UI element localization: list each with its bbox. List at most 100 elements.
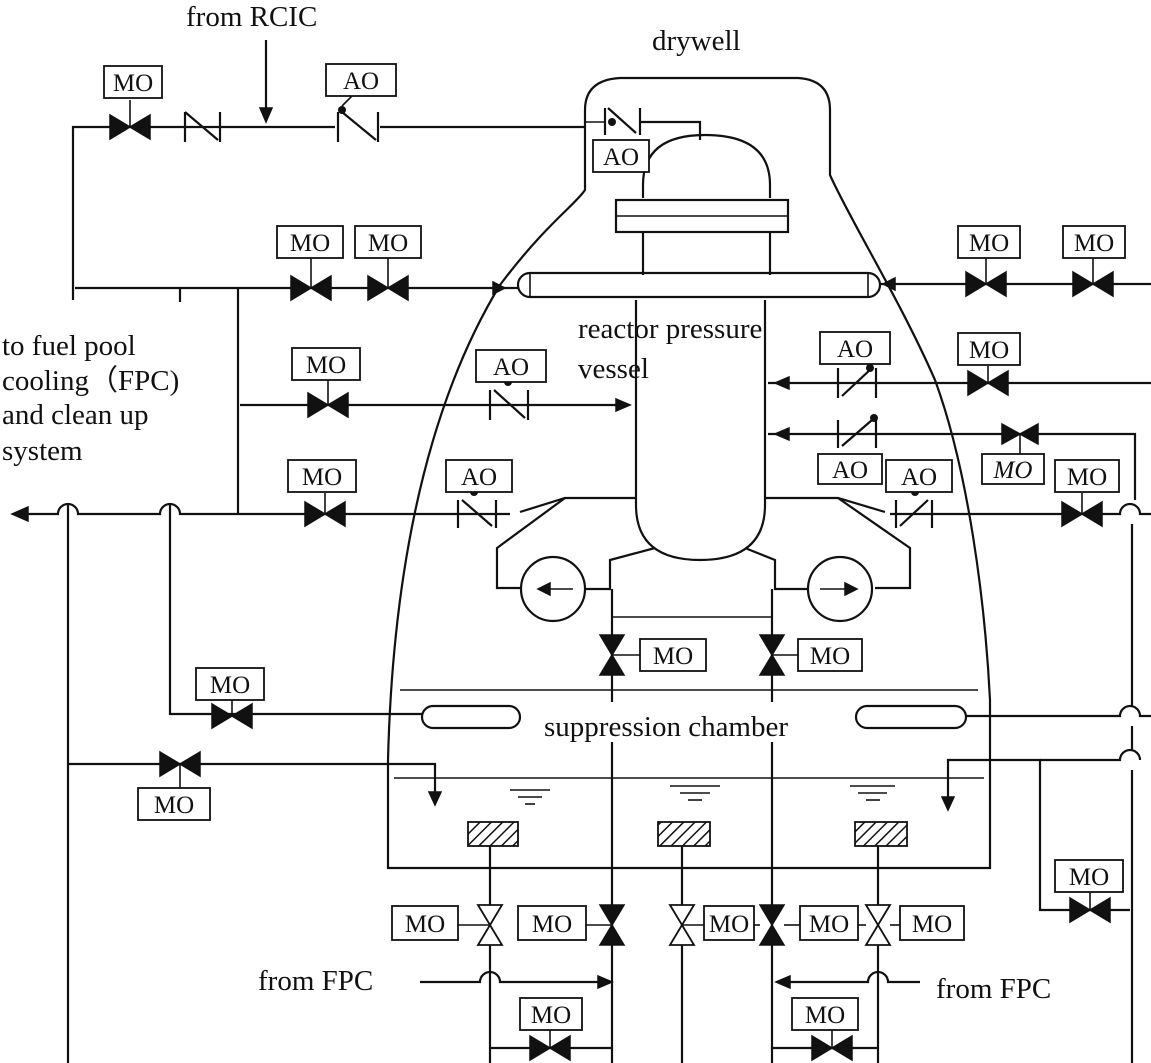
svg-text:MO: MO <box>810 643 850 670</box>
tag-mo-bottom-left: MO <box>519 997 583 1031</box>
check-valve-ao-return-right <box>894 488 934 528</box>
tag-mo-right-check: MO <box>981 453 1045 485</box>
svg-text:AO: AO <box>901 464 937 491</box>
check-valve-ao-rcic <box>336 92 380 142</box>
label-from-fpc-right: from FPC <box>936 973 1051 1005</box>
gate-valve-main1 <box>290 258 332 302</box>
tag-mo-suc1: MO <box>391 905 459 941</box>
gate-valve-right1 <box>965 258 1007 298</box>
recirculation-loops <box>495 496 912 1063</box>
gate-valve-pump1 <box>598 634 640 676</box>
tag-mo-suc4: MO <box>799 905 859 941</box>
open-valve-suc5 <box>858 904 900 946</box>
gate-valve-right-lower <box>1069 892 1111 924</box>
svg-text:MO: MO <box>302 464 342 491</box>
tag-mo-return-left: MO <box>287 459 357 493</box>
suction-strainers <box>467 821 908 1063</box>
svg-text:AO: AO <box>493 354 529 381</box>
gate-valve-main2 <box>367 258 409 302</box>
check-valve-rcic <box>183 111 222 142</box>
tag-mo-lower-left: MO <box>137 787 211 821</box>
tag-ao-right-upper: AO <box>819 331 891 365</box>
open-valve-suc1 <box>458 904 504 946</box>
gate-valve-return-right <box>1061 493 1103 528</box>
svg-text:MO: MO <box>290 230 330 257</box>
tag-ao-right-check: AO <box>817 453 883 485</box>
tag-mo-pump2: MO <box>797 638 863 672</box>
gate-valve-pump2 <box>758 634 798 676</box>
svg-text:MO: MO <box>154 792 194 819</box>
gate-valve-mid-left <box>307 380 349 419</box>
svg-text:AO: AO <box>343 68 379 95</box>
tag-mo-right-lower: MO <box>1054 859 1124 893</box>
gate-valve-sc-left <box>211 700 253 730</box>
tag-mo-pump1: MO <box>639 638 707 672</box>
svg-text:MO: MO <box>653 643 693 670</box>
label-suppression-chamber: suppression chamber <box>544 711 788 743</box>
valve-tags: MO AO AO MO MO MO MO MO AO AO MO AO MO M… <box>103 63 1126 1031</box>
check-valve-ao-mid-left <box>488 378 530 420</box>
svg-text:MO: MO <box>405 911 445 938</box>
diagram-labels: from RCIC drywell reactor pressure vesse… <box>2 1 1051 1005</box>
tag-ao-mid-left: AO <box>475 349 547 383</box>
gate-valve-right-check <box>1001 422 1039 455</box>
gate-valve-suc2 <box>586 904 626 946</box>
svg-text:MO: MO <box>1069 864 1109 891</box>
gate-valve-bottom-right <box>811 1030 853 1062</box>
gate-valve-right-upper <box>967 366 1009 397</box>
svg-text:MO: MO <box>113 70 153 97</box>
label-from-fpc-left: from FPC <box>258 965 373 997</box>
tag-mo-suc3: MO <box>703 905 755 941</box>
tag-mo-rcic: MO <box>103 65 163 99</box>
tag-mo-right-upper: MO <box>957 332 1021 366</box>
gate-valve-suc4 <box>752 904 800 946</box>
tag-mo-main2: MO <box>354 225 422 259</box>
svg-text:AO: AO <box>603 144 639 171</box>
tag-ao-top: AO <box>592 139 650 173</box>
svg-text:MO: MO <box>210 672 250 699</box>
tag-mo-mid-left: MO <box>291 347 361 381</box>
svg-text:MO: MO <box>969 230 1009 257</box>
tag-mo-right2: MO <box>1062 225 1126 259</box>
gate-valve-right2 <box>1072 258 1114 298</box>
feedwater-header <box>516 271 882 299</box>
svg-text:MO: MO <box>993 457 1033 484</box>
label-from-rcic: from RCIC <box>186 1 317 33</box>
label-rpv-2: vessel <box>578 353 649 385</box>
label-fpc-4: system <box>2 435 83 467</box>
tag-ao-return-right: AO <box>885 459 953 493</box>
strainer-3 <box>854 821 908 847</box>
reactor-pressure-vessel <box>614 133 790 562</box>
gate-valve-rcic <box>109 100 151 141</box>
svg-text:MO: MO <box>709 911 749 938</box>
check-valve-ao-right-check <box>836 414 878 448</box>
tag-ao-rcic: AO <box>325 63 397 97</box>
svg-text:MO: MO <box>805 1002 845 1029</box>
label-fpc-3: and clean up <box>2 399 149 431</box>
tag-mo-suc2: MO <box>517 905 587 941</box>
tag-mo-right1: MO <box>957 225 1021 259</box>
gate-valve-return-left <box>304 493 346 528</box>
svg-text:AO: AO <box>461 464 497 491</box>
gate-valve-bottom-left <box>529 1030 571 1062</box>
tag-mo-bottom-right: MO <box>791 997 859 1031</box>
svg-text:MO: MO <box>1074 230 1114 257</box>
water-level-marks <box>510 785 895 805</box>
tag-mo-suc5: MO <box>899 905 965 941</box>
valves <box>109 92 1114 1062</box>
tag-ao-return-left: AO <box>445 459 513 493</box>
check-valve-ao-top <box>603 107 642 135</box>
svg-text:MO: MO <box>306 352 346 379</box>
strainer-1 <box>467 821 519 847</box>
label-drywell: drywell <box>652 25 741 57</box>
check-valve-ao-right-upper <box>836 364 878 398</box>
svg-text:AO: AO <box>832 457 868 484</box>
svg-text:MO: MO <box>532 911 572 938</box>
tag-mo-return-right: MO <box>1054 459 1120 493</box>
tag-mo-sc-left: MO <box>195 667 265 701</box>
gate-valve-lower-left <box>159 750 201 788</box>
check-valve-ao-return-left <box>456 488 498 528</box>
svg-text:MO: MO <box>368 230 408 257</box>
label-rpv-1: reactor pressure <box>578 313 762 345</box>
label-fpc-2: cooling（FPC) <box>2 365 179 397</box>
